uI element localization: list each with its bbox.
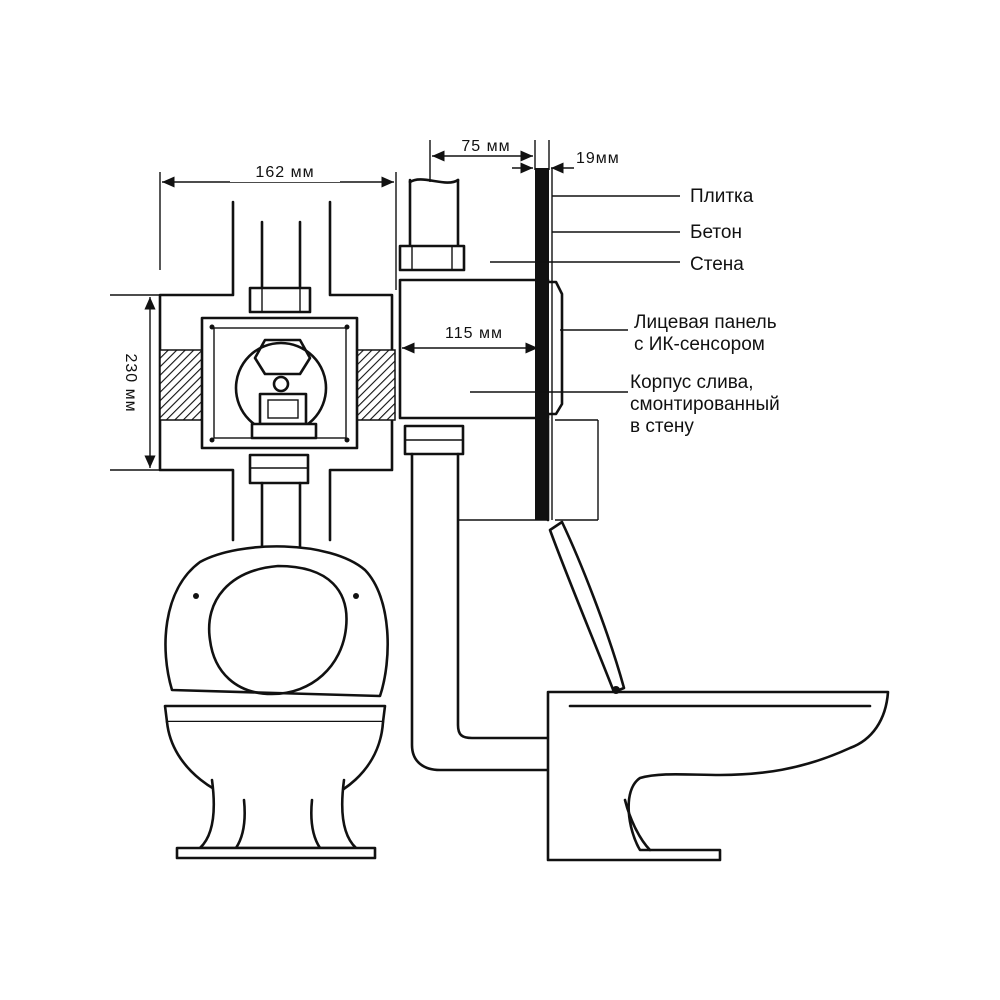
dim-115: 115 мм (445, 325, 503, 342)
label-tile: Плитка (690, 186, 754, 207)
tile-layer (535, 168, 549, 520)
label-housing-1: Корпус слива, (630, 372, 753, 393)
toilet-front-base (175, 846, 377, 860)
side-upper-nut (398, 244, 466, 272)
flush-housing-body (398, 278, 550, 420)
toilet-side-lid (548, 520, 626, 694)
front-view: 162 мм 230 мм (110, 160, 397, 860)
label-front-panel-2: с ИК-сенсором (634, 334, 765, 355)
lower-nut (248, 453, 310, 485)
dim-75: 75 мм (461, 138, 510, 155)
wall-hatch-left (159, 349, 203, 421)
upper-nut (248, 286, 312, 314)
label-wall: Стена (690, 254, 744, 275)
solenoid-block (258, 392, 308, 426)
dim-19: 19мм (576, 150, 620, 167)
flush-pipe (410, 452, 550, 772)
label-housing-2: смонтированный (630, 394, 780, 415)
dim-230: 230 мм (122, 353, 139, 412)
label-concrete: Бетон (690, 222, 742, 243)
toilet-front-lid (164, 545, 389, 698)
dim-162: 162 мм (255, 164, 314, 181)
label-housing-3: в стену (630, 416, 694, 437)
side-view: 75 мм 19мм 115 мм (398, 138, 890, 862)
toilet-side-body (546, 690, 890, 862)
label-front-panel-1: Лицевая панель (634, 312, 777, 333)
toilet-front-pedestal (198, 778, 358, 850)
hex-fitting (253, 338, 312, 376)
toilet-front-rim (163, 704, 387, 724)
wall-hatch-right (356, 349, 396, 421)
labels: Плитка Бетон Стена Лицевая панель с ИК-с… (630, 186, 780, 437)
